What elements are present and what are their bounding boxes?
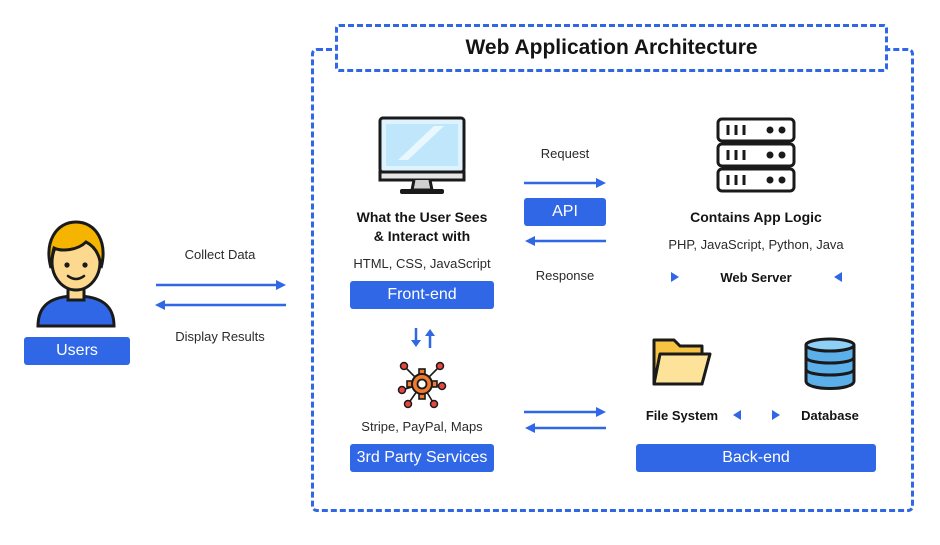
frontend-label: Front-end [350, 281, 494, 309]
collect-data-label: Collect Data [184, 247, 256, 262]
web-server-label: Web Server [720, 270, 792, 285]
database-label: Database [801, 408, 859, 423]
monitor-icon [378, 116, 466, 194]
request-label: Request [540, 146, 590, 161]
file-system-label: File System [645, 408, 719, 423]
folder-icon [652, 338, 712, 386]
user-icon [36, 220, 116, 328]
response-label: Response [535, 268, 595, 283]
web-server-left-pointer [671, 272, 679, 282]
api-label: API [524, 198, 606, 226]
gear-network-icon [397, 361, 447, 409]
server-tech: PHP, JavaScript, Python, Java [668, 237, 844, 252]
backend-label: Back-end [636, 444, 876, 472]
users-label: Users [24, 337, 130, 365]
frontend-heading-line2: & Interact with [373, 228, 471, 244]
frontend-tech: HTML, CSS, JavaScript [353, 256, 491, 271]
third-party-tech: Stripe, PayPal, Maps [361, 419, 483, 434]
title-box: Web Application Architecture [335, 24, 888, 72]
database-icon [804, 337, 856, 390]
third-party-label: 3rd Party Services [350, 444, 494, 472]
frontend-thirdparty-arrows [411, 328, 435, 348]
server-heading: Contains App Logic [690, 209, 822, 225]
web-server-right-pointer [834, 272, 842, 282]
frontend-heading-line1: What the User Sees [356, 209, 488, 225]
database-pointer [772, 410, 780, 420]
server-rack-icon [716, 117, 796, 193]
display-results-label: Display Results [175, 329, 265, 344]
page-title: Web Application Architecture [465, 36, 758, 59]
file-system-pointer [733, 410, 741, 420]
